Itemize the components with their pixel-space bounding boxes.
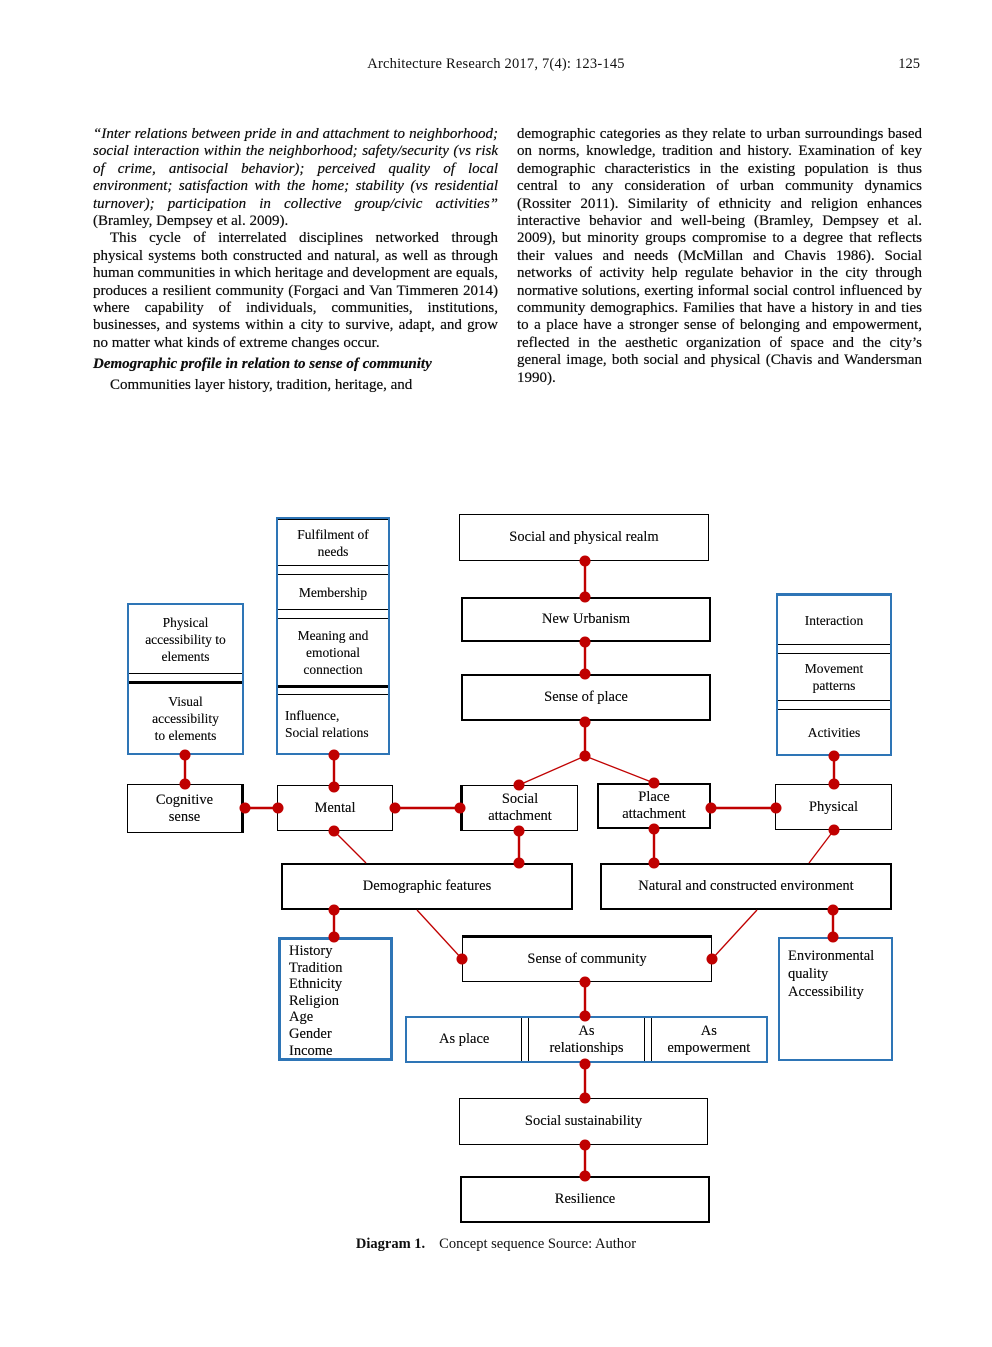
node-mental: Mental bbox=[277, 785, 393, 831]
list-item-gender: Gender bbox=[289, 1025, 332, 1042]
divider bbox=[778, 644, 890, 654]
node-physical: Physical bbox=[775, 784, 892, 830]
node-sense-of-community: Sense of community bbox=[462, 935, 712, 982]
list-item-religion: Religion bbox=[289, 992, 339, 1009]
node-resilience: Resilience bbox=[460, 1176, 710, 1223]
list-item-age: Age bbox=[289, 1009, 314, 1026]
divider bbox=[278, 565, 388, 575]
journal-header: Architecture Research 2017, 7(4): 123-14… bbox=[367, 56, 625, 72]
diagram-caption: Diagram 1. Concept sequence Source: Autho… bbox=[0, 1236, 992, 1253]
list-item-tradition: Tradition bbox=[289, 959, 343, 976]
list-item-quality: quality bbox=[788, 966, 829, 982]
divider bbox=[521, 1018, 530, 1061]
divider bbox=[278, 685, 388, 695]
node-demographic-list: History Tradition Ethnicity Religion Age… bbox=[278, 937, 393, 1061]
section-heading: Demographic profile in relation to sense… bbox=[93, 356, 432, 373]
node-as-place: As place bbox=[439, 1031, 490, 1047]
caption-label: Diagram 1. bbox=[355, 1236, 426, 1252]
node-interaction: Interaction bbox=[804, 612, 864, 628]
node-membership: Membership bbox=[298, 584, 368, 600]
node-needs-stack: Fulfilment of needs Membership Meaning a… bbox=[276, 517, 390, 755]
divider bbox=[278, 609, 388, 619]
node-movement-patterns: Movement patterns bbox=[804, 661, 864, 693]
page-number: 125 bbox=[898, 56, 920, 72]
node-fulfilment-of-needs: Fulfilment of needs bbox=[278, 519, 388, 565]
node-activities: Activities bbox=[807, 724, 861, 740]
node-cognitive-sense: Cognitive sense bbox=[127, 784, 244, 833]
node-visual-accessibility: Visual accessibility to elements bbox=[152, 694, 219, 743]
list-item-income: Income bbox=[289, 1042, 333, 1059]
node-influence-social-relations: Influence, Social relations bbox=[285, 708, 369, 740]
node-social-and-physical-realm: Social and physical realm bbox=[459, 514, 709, 561]
concept-sequence-diagram: Social and physical realm Fulfilment of … bbox=[0, 500, 992, 1280]
node-community-aspects-row: As place As relationships As empowerment bbox=[405, 1016, 768, 1063]
paragraph: Communities layer history, tradition, he… bbox=[110, 376, 413, 393]
node-meaning-emotional-connection: Meaning and emotional connection bbox=[297, 627, 369, 677]
node-demographic-features: Demographic features bbox=[281, 863, 573, 910]
quote-paragraph: “Inter relations between pride in and at… bbox=[93, 126, 498, 230]
divider bbox=[643, 1018, 652, 1061]
list-item-ethnicity: Ethnicity bbox=[289, 976, 343, 993]
left-column: “Inter relations between pride in and at… bbox=[93, 126, 498, 394]
article-body: “Inter relations between pride in and at… bbox=[93, 126, 922, 394]
node-accessibility-stack: Physical accessibility to elements Visua… bbox=[127, 603, 244, 755]
paragraph: demographic categories as they relate to… bbox=[517, 126, 922, 386]
node-social-attachment: Social attachment bbox=[460, 785, 578, 831]
right-column: demographic categories as they relate to… bbox=[517, 126, 922, 394]
quote-citation: (Bramley, Dempsey et al. 2009). bbox=[93, 213, 289, 230]
node-sense-of-place: Sense of place bbox=[461, 674, 711, 721]
node-natural-constructed-environment: Natural and constructed environment bbox=[600, 863, 892, 910]
node-new-urbanism: New Urbanism bbox=[461, 597, 711, 642]
node-behavior-stack: Interaction Movement patterns Activities bbox=[776, 593, 892, 756]
node-social-sustainability: Social sustainability bbox=[459, 1098, 708, 1145]
node-environment-list: Environmental quality Accessibility bbox=[778, 937, 893, 1061]
divider bbox=[129, 673, 242, 684]
node-physical-accessibility: Physical accessibility to elements bbox=[145, 614, 226, 664]
caption-text: Concept sequence Source: Author bbox=[439, 1236, 637, 1252]
list-item-history: History bbox=[289, 943, 333, 959]
quote-text: “Inter relations between pride in and at… bbox=[93, 126, 498, 212]
divider bbox=[778, 700, 890, 710]
paragraph: This cycle of interrelated disciplines n… bbox=[93, 230, 498, 351]
node-place-attachment: Place attachment bbox=[597, 783, 711, 829]
node-as-relationships: As relationships bbox=[549, 1022, 624, 1056]
list-item-environmental: Environmental bbox=[788, 948, 875, 964]
list-item-accessibility: Accessibility bbox=[788, 984, 864, 1000]
node-as-empowerment: As empowerment bbox=[667, 1022, 751, 1056]
